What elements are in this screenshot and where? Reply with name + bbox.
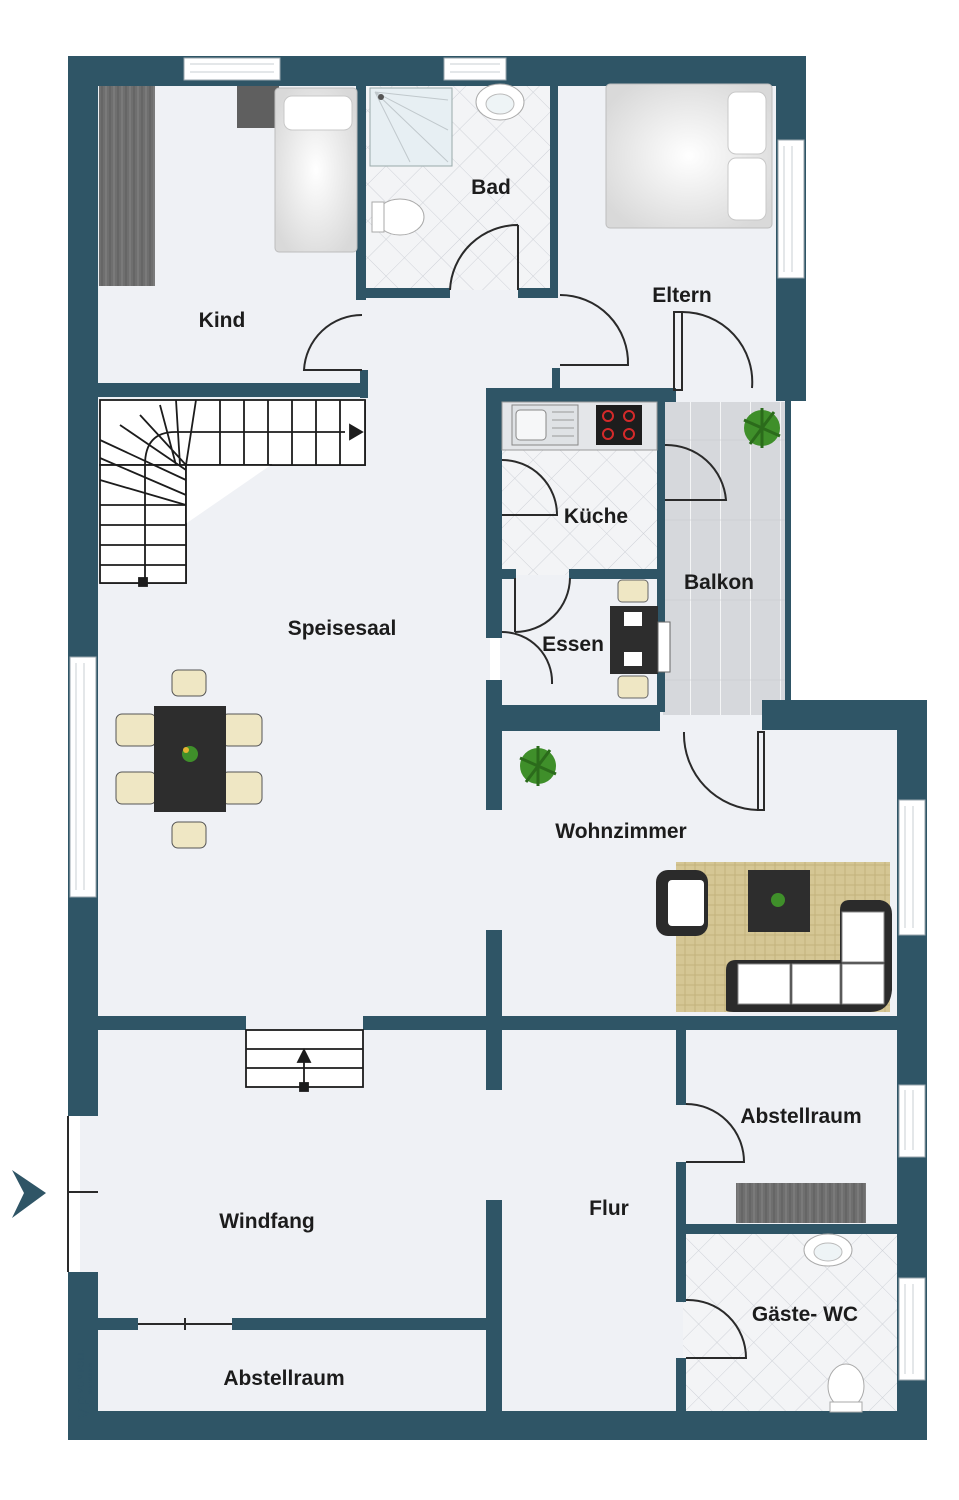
room-label-speisesaal: Speisesaal: [288, 617, 397, 640]
logo-name: VON POLL: [76, 1350, 86, 1394]
room-label-essen: Essen: [542, 633, 604, 656]
bad-fixtures: [369, 83, 525, 236]
living-room-lounge: [656, 862, 892, 1012]
room-label-kueche: Küche: [564, 505, 628, 528]
logo-sub: IMMOBILIEN: [89, 1363, 94, 1394]
kind-furniture: [99, 86, 358, 286]
room-label-windfang: Windfang: [219, 1210, 314, 1233]
wc-fixtures: [803, 1233, 865, 1413]
room-label-kind: Kind: [199, 309, 246, 332]
room-label-wohnzimmer: Wohnzimmer: [555, 820, 686, 843]
plants: [519, 408, 781, 786]
room-label-gaeste-wc: Gäste- WC: [752, 1303, 858, 1326]
plant-icon: [743, 408, 781, 448]
logo-mark: VP: [74, 1397, 94, 1420]
wardrobe: [99, 86, 155, 286]
room-labels: Kind Bad Eltern Küche Balkon Speisesaal …: [199, 176, 862, 1390]
room-label-flur: Flur: [589, 1197, 629, 1220]
entrance-arrow-icon: [12, 1170, 46, 1218]
double-bed: [605, 83, 773, 229]
pillow: [283, 95, 353, 131]
small-dining-table: [610, 579, 671, 699]
balcony-boards: [663, 402, 785, 715]
room-label-abstellraum-bottom: Abstellraum: [223, 1367, 344, 1390]
storage-shelf: [736, 1183, 866, 1223]
desk: [237, 86, 279, 128]
cooktop: [596, 405, 642, 445]
dining-table: [115, 669, 263, 849]
kueche-tiles: [500, 450, 660, 575]
room-label-eltern: Eltern: [652, 284, 712, 307]
staircase: [99, 399, 366, 587]
walls: [68, 56, 927, 1440]
doors: [67, 223, 765, 1359]
wc-toilet: [827, 1363, 865, 1409]
plant-icon: [519, 746, 557, 786]
entrance-steps: [245, 1029, 364, 1092]
room-label-abstellraum-right: Abstellraum: [740, 1105, 861, 1128]
room-label-bad: Bad: [471, 176, 511, 199]
room-label-balkon: Balkon: [684, 571, 754, 594]
kitchen-counter: [501, 401, 658, 451]
von-poll-logo: VP VON POLL IMMOBILIEN: [74, 1350, 94, 1420]
windows: [69, 57, 926, 1381]
